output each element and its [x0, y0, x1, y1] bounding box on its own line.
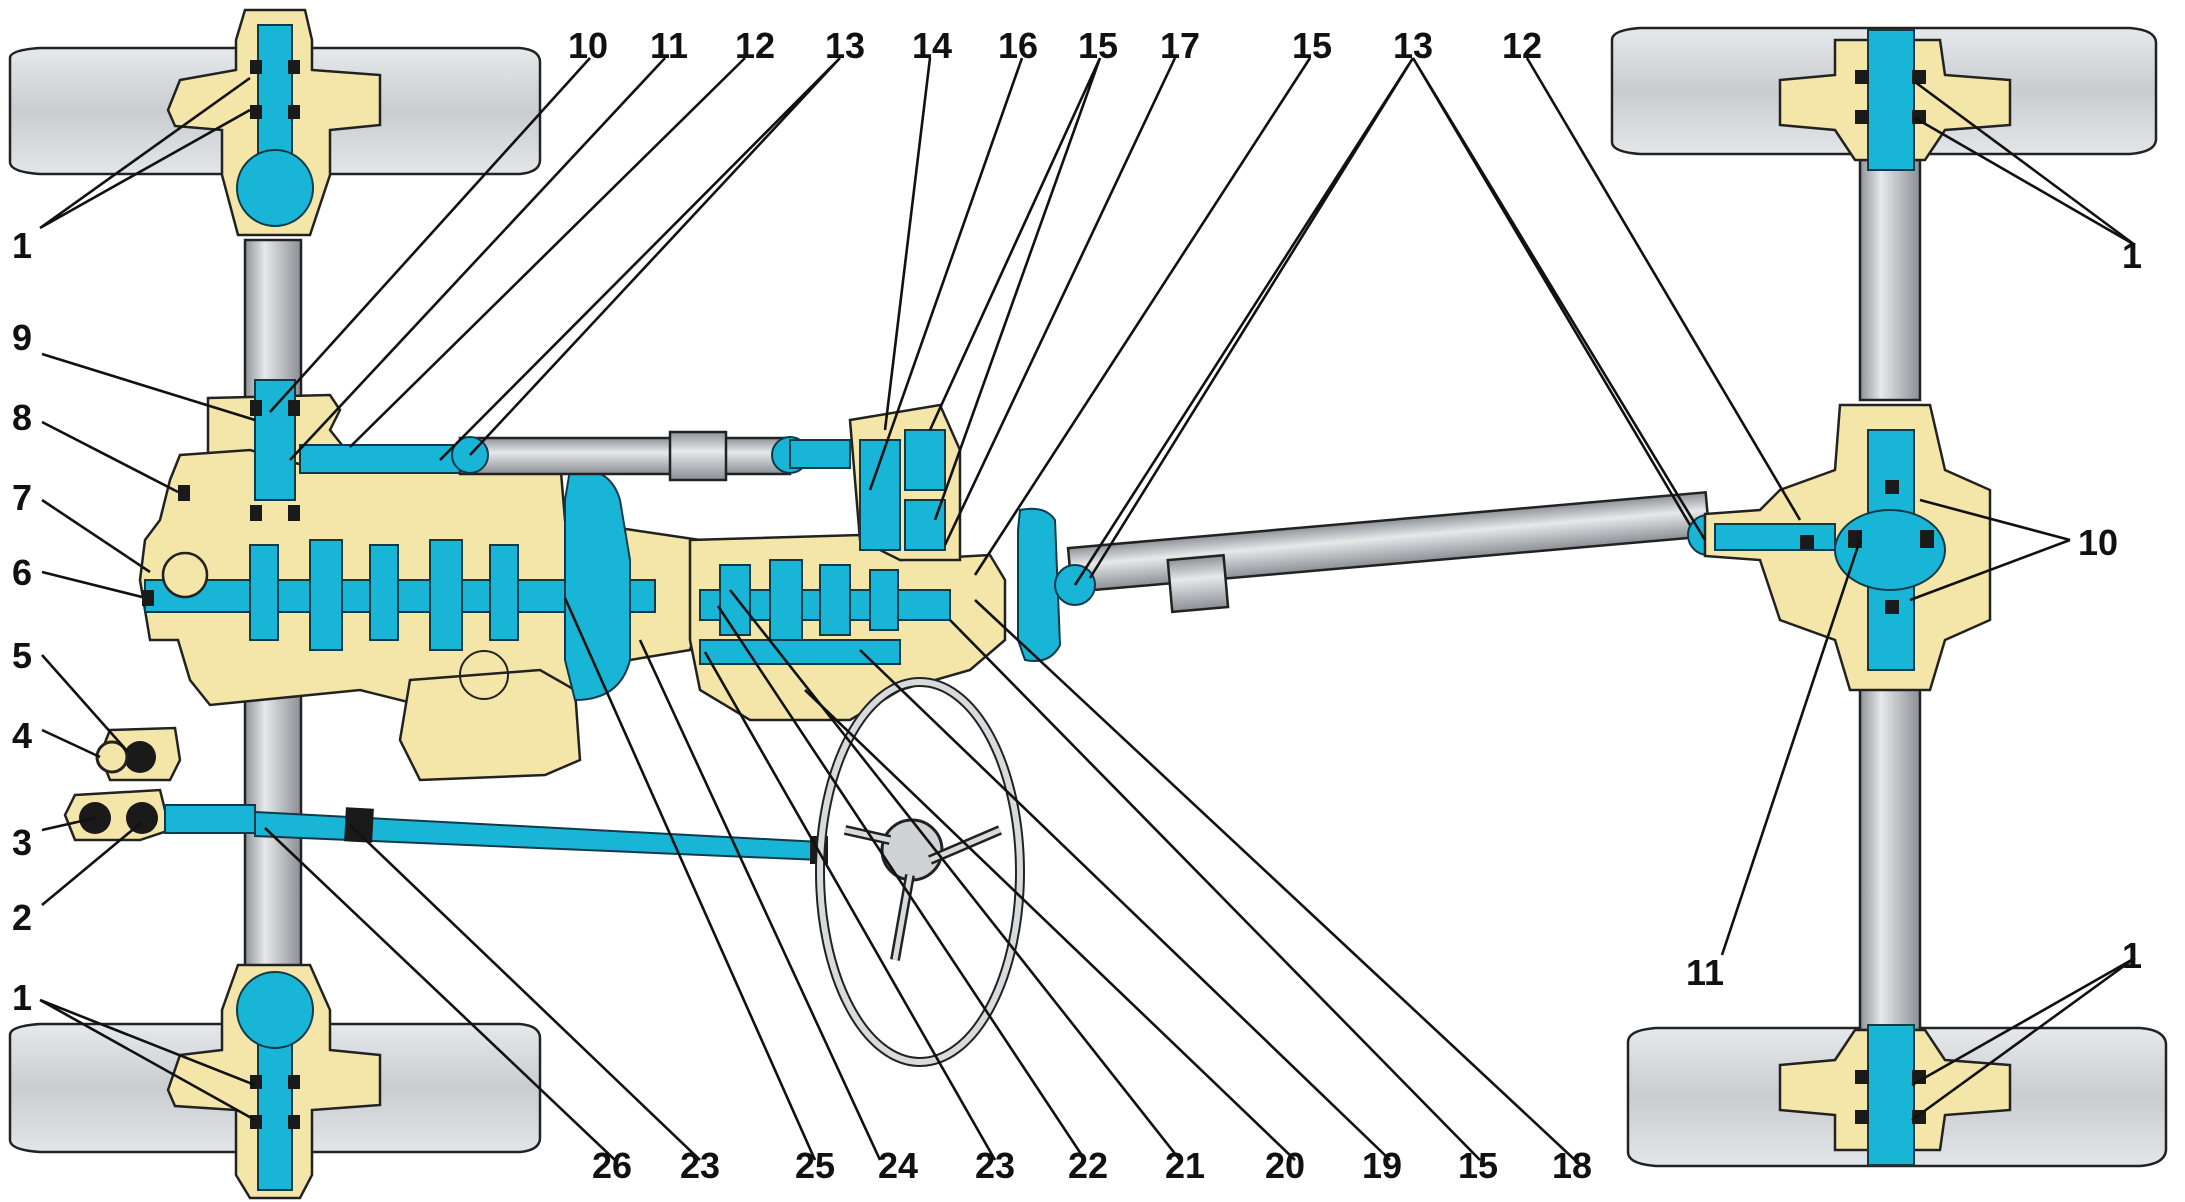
callout-labels: 1 9 8 7 6 5 4 3 2 1 10 11 12 13 14 16 15… [12, 25, 2142, 1186]
callout-2: 2 [12, 897, 32, 938]
callout-11-rear: 11 [1686, 952, 1724, 993]
engine-gearbox [138, 379, 1007, 782]
rear-prop-shaft [1017, 490, 1729, 662]
callout-15-bottom: 15 [1458, 1145, 1498, 1186]
callout-7: 7 [12, 477, 32, 518]
callout-13-top-left: 13 [825, 25, 865, 66]
callout-12-top-left: 12 [735, 25, 775, 66]
callout-1-front-top: 1 [12, 225, 32, 266]
callout-16: 16 [998, 25, 1038, 66]
callout-14: 14 [912, 25, 952, 66]
callout-11-top: 11 [650, 25, 688, 66]
leader-lines [39, 57, 2136, 1161]
callout-15-top-b: 15 [1292, 25, 1332, 66]
callout-1-rear-bottom: 1 [2122, 935, 2142, 976]
callout-5: 5 [12, 635, 32, 676]
callout-13-top-right: 13 [1393, 25, 1433, 66]
callout-26: 26 [592, 1145, 632, 1186]
callout-22: 22 [1068, 1145, 1108, 1186]
callout-6: 6 [12, 552, 32, 593]
callout-8: 8 [12, 397, 32, 438]
callout-10-rear: 10 [2078, 522, 2118, 563]
callout-15-top-a: 15 [1078, 25, 1118, 66]
front-prop-shaft [299, 430, 851, 482]
callout-19: 19 [1362, 1145, 1402, 1186]
callout-21: 21 [1165, 1145, 1205, 1186]
callout-24: 24 [878, 1145, 918, 1186]
callout-3: 3 [12, 822, 32, 863]
callout-23-a: 23 [680, 1145, 720, 1186]
callout-1-front-bottom: 1 [12, 977, 32, 1018]
callout-18: 18 [1552, 1145, 1592, 1186]
callout-4: 4 [12, 715, 32, 756]
callout-25: 25 [795, 1145, 835, 1186]
rear-axle [1703, 29, 2012, 1166]
callout-20: 20 [1265, 1145, 1305, 1186]
callout-23-b: 23 [975, 1145, 1015, 1186]
callout-9: 9 [12, 317, 32, 358]
callout-1-rear-top: 1 [2122, 235, 2142, 276]
callout-10-top: 10 [568, 25, 608, 66]
callout-17: 17 [1160, 25, 1200, 66]
callout-12-top-right: 12 [1502, 25, 1542, 66]
